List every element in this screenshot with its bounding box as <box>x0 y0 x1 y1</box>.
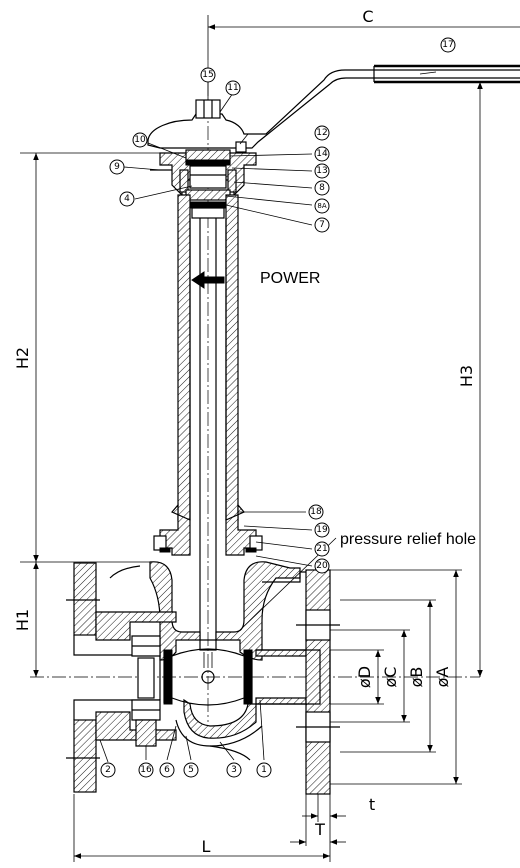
svg-text:1: 1 <box>261 765 267 775</box>
part-balloon-4: 4 <box>119 191 135 207</box>
neck-flange <box>153 503 263 556</box>
svg-text:3: 3 <box>231 765 237 775</box>
svg-text:9: 9 <box>114 162 120 172</box>
part-balloon-12: 12 <box>314 125 330 141</box>
part-balloon-8a: 8A <box>314 198 330 214</box>
dim-l-label: L <box>202 837 211 856</box>
part-balloon-11: 11 <box>225 80 241 96</box>
svg-text:2: 2 <box>105 765 111 775</box>
part-balloon-10: 10 <box>132 132 148 148</box>
part-balloon-7: 7 <box>314 217 330 233</box>
svg-text:20: 20 <box>316 561 328 571</box>
svg-text:8A: 8A <box>317 202 326 210</box>
svg-text:7: 7 <box>319 220 325 230</box>
part-balloon-9: 9 <box>109 159 125 175</box>
valve-body <box>109 561 307 761</box>
svg-text:11: 11 <box>227 83 238 93</box>
dim-dd-label: øD <box>355 666 374 688</box>
svg-text:18: 18 <box>310 507 322 517</box>
svg-text:6: 6 <box>164 765 170 775</box>
power-label: POWER <box>260 270 320 287</box>
svg-text:4: 4 <box>124 194 130 204</box>
part-balloon-2: 2 <box>100 762 116 778</box>
svg-text:15: 15 <box>202 70 213 80</box>
part-balloon-17: 17 <box>440 37 456 53</box>
part-balloon-21: 21 <box>314 541 330 557</box>
part-balloon-6: 6 <box>159 762 175 778</box>
svg-text:19: 19 <box>316 525 328 535</box>
part-balloon-8: 8 <box>314 180 330 196</box>
lever-handle <box>147 64 520 153</box>
right-flange <box>256 569 340 795</box>
part-balloon-5: 5 <box>183 762 199 778</box>
part-balloon-16: 16 <box>138 762 154 778</box>
svg-text:12: 12 <box>316 128 327 138</box>
dim-db-label: øB <box>407 667 426 688</box>
svg-text:17: 17 <box>442 40 453 50</box>
part-balloon-1: 1 <box>256 762 272 778</box>
dim-t-small-label: t <box>369 795 375 814</box>
svg-text:21: 21 <box>316 544 327 554</box>
dim-t-big-label: T <box>314 820 325 839</box>
dim-c-label: C <box>362 7 373 26</box>
svg-text:8: 8 <box>319 183 325 193</box>
dim-h3-label: H3 <box>457 365 476 387</box>
part-balloon-3: 3 <box>226 762 242 778</box>
pressure-relief-hole-label: pressure relief hole <box>340 531 476 548</box>
svg-text:16: 16 <box>140 765 152 775</box>
part-balloon-14: 14 <box>314 146 330 162</box>
ball-seats <box>163 639 253 706</box>
svg-text:5: 5 <box>188 765 194 775</box>
dim-da-label: øA <box>433 667 452 688</box>
svg-text:13: 13 <box>316 166 327 176</box>
balloon-leaders <box>99 71 437 763</box>
dimensions <box>20 15 520 862</box>
extension-bonnet <box>177 194 239 640</box>
svg-text:14: 14 <box>316 149 328 159</box>
part-balloon-19: 19 <box>314 522 330 538</box>
dim-dc-label: øC <box>381 667 400 688</box>
part-balloon-20: 20 <box>314 558 330 574</box>
left-flange <box>66 562 177 793</box>
dim-h2-label: H2 <box>13 347 32 369</box>
part-balloon-18: 18 <box>308 504 324 520</box>
dim-h1-label: H1 <box>13 609 32 631</box>
bonnet-top <box>150 149 257 219</box>
part-balloon-15: 15 <box>200 67 216 83</box>
part-balloon-13: 13 <box>314 163 330 179</box>
svg-text:10: 10 <box>134 135 146 145</box>
